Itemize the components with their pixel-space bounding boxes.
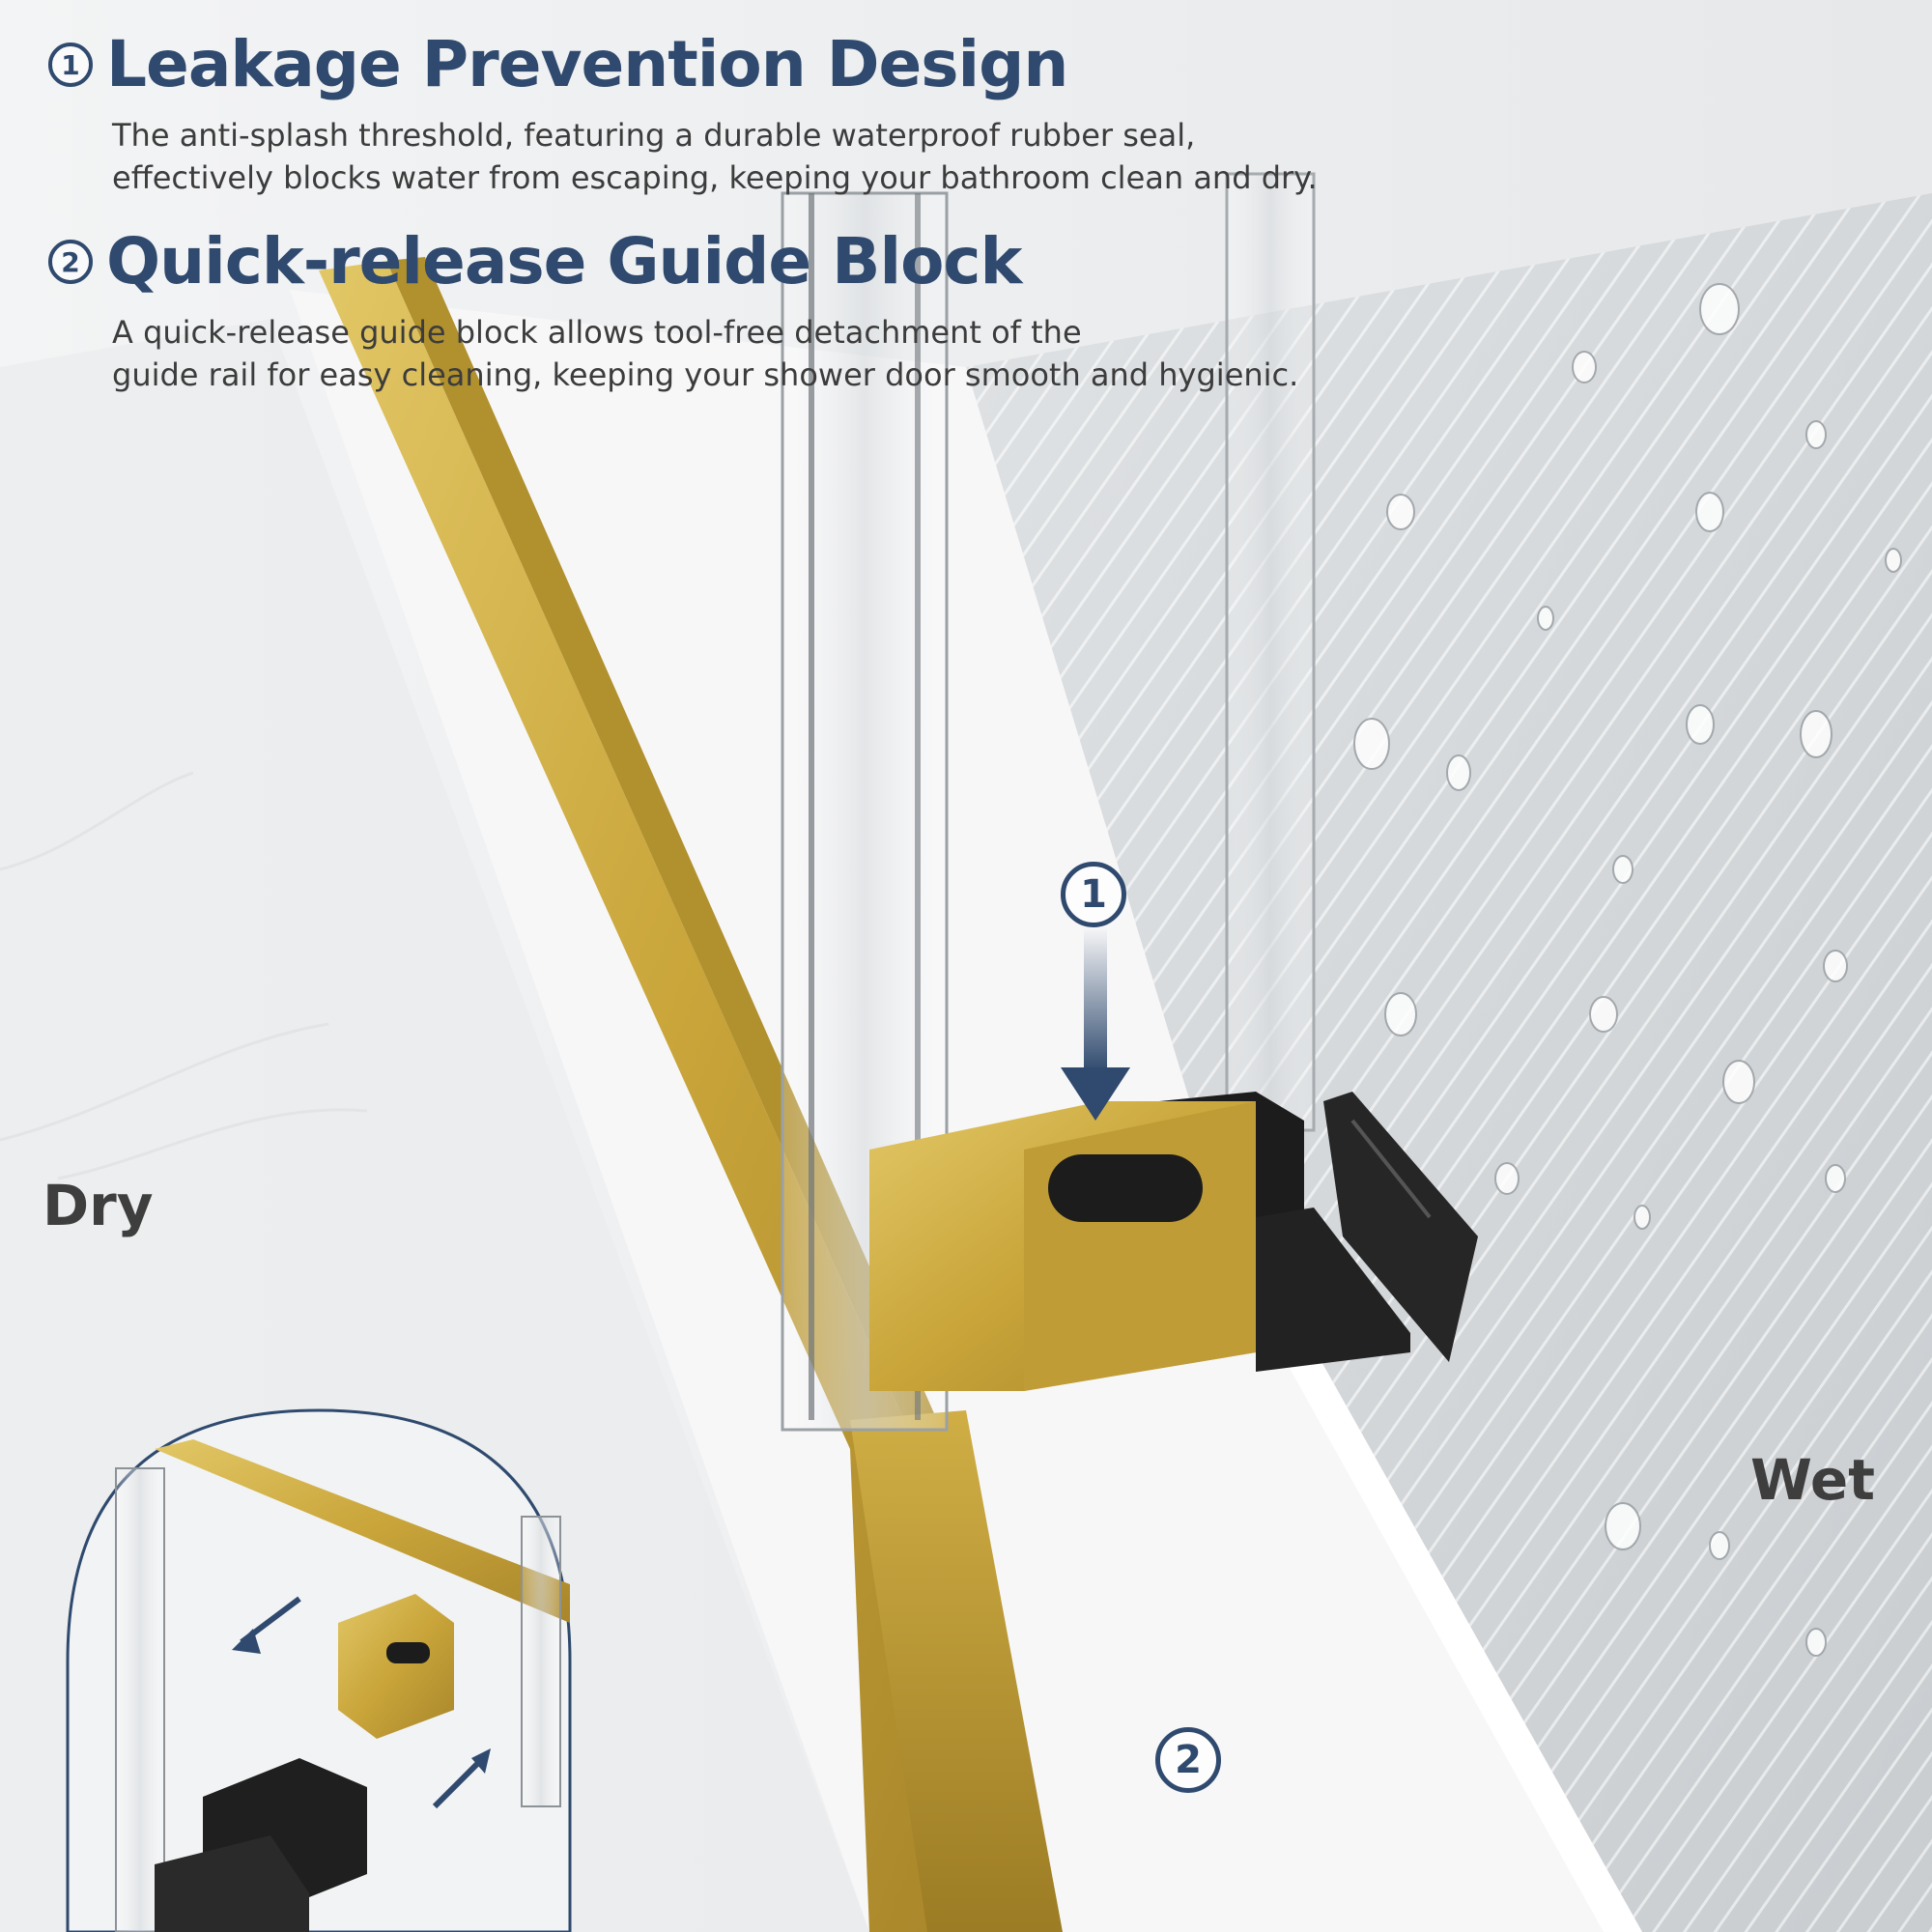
ribbed-glass-texture [966, 193, 1932, 1932]
arrow-head [1061, 1067, 1130, 1121]
feature-1-description: The anti-splash threshold, featuring a d… [112, 114, 1464, 199]
dry-label: Dry [43, 1173, 154, 1238]
feature-2-line-2: guide rail for easy cleaning, keeping yo… [112, 356, 1299, 393]
feature-1-line-2: effectively blocks water from escaping, … [112, 159, 1318, 196]
inset-arrow-right [432, 1755, 486, 1809]
inset-detail [66, 1408, 572, 1932]
feature-2-heading: 2 Quick-release Guide Block [48, 224, 1022, 298]
feature-1-title: Leakage Prevention Design [106, 27, 1068, 101]
feature-1-line-1: The anti-splash threshold, featuring a d… [112, 117, 1196, 154]
feature-1-heading: 1 Leakage Prevention Design [48, 27, 1068, 101]
guide-slot [1048, 1154, 1203, 1222]
feature-2-description: A quick-release guide block allows tool-… [112, 311, 1464, 396]
water-droplets [1353, 283, 1902, 1657]
wet-label: Wet [1750, 1447, 1875, 1513]
feature-2-number: 2 [48, 240, 93, 284]
seal-callout-marker: 1 [1061, 862, 1126, 927]
rubber-seal [1323, 1092, 1478, 1362]
feature-2-line-1: A quick-release guide block allows tool-… [112, 314, 1082, 351]
press-down-arrow [1084, 927, 1107, 1072]
shower-tray [290, 290, 1642, 1932]
rail-callout-marker: 2 [1155, 1727, 1221, 1793]
inset-glass-panel [115, 1467, 165, 1932]
inset-gold-rail [155, 1439, 570, 1623]
bottom-guide-rail [850, 1410, 1063, 1932]
inset-gold-block [338, 1594, 454, 1739]
feature-1-number: 1 [48, 43, 93, 87]
feature-2-title: Quick-release Guide Block [106, 224, 1022, 298]
